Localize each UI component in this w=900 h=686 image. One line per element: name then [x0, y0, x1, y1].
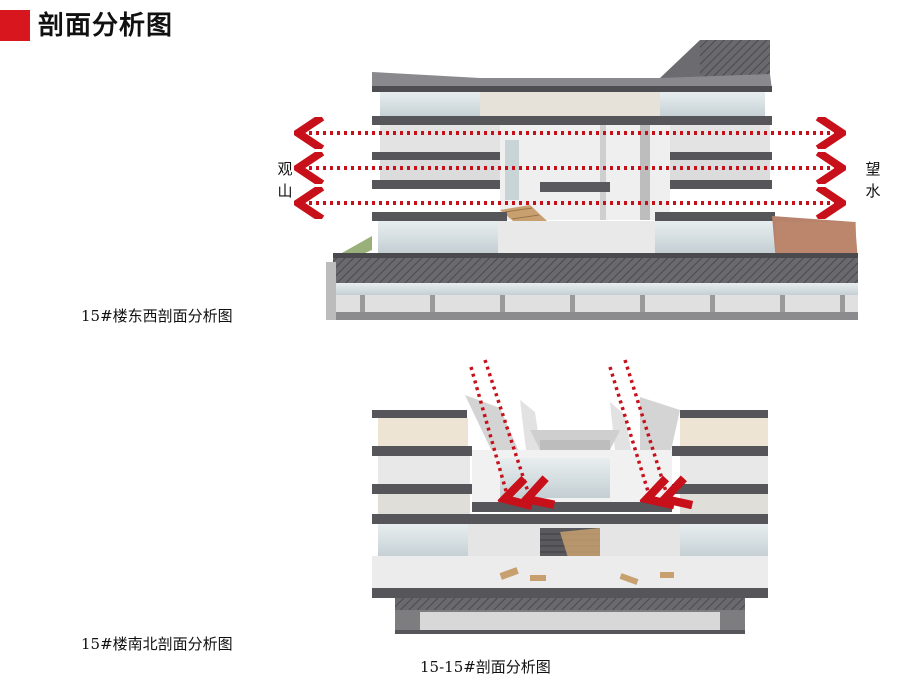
east-west-caption: 15#楼东西剖面分析图: [81, 307, 233, 325]
right-view-label: 望 水: [864, 158, 882, 202]
north-south-caption: 15#楼南北剖面分析图: [81, 635, 233, 653]
page-title: 剖面分析图: [38, 11, 174, 41]
view-arrows: [302, 133, 838, 203]
north-south-section-drawing: [372, 395, 768, 634]
right-view-label-char-1: 望: [865, 160, 881, 178]
left-view-label: 观 山: [276, 158, 294, 202]
left-view-label-char-1: 观: [277, 160, 293, 178]
title-accent-bar: [0, 10, 30, 41]
right-view-label-char-2: 水: [865, 182, 881, 200]
light-arrows: [469, 359, 668, 498]
east-west-section-drawing: [326, 40, 858, 320]
left-view-label-char-2: 山: [277, 182, 293, 200]
section-15-caption: 15-15#剖面分析图: [420, 658, 551, 676]
